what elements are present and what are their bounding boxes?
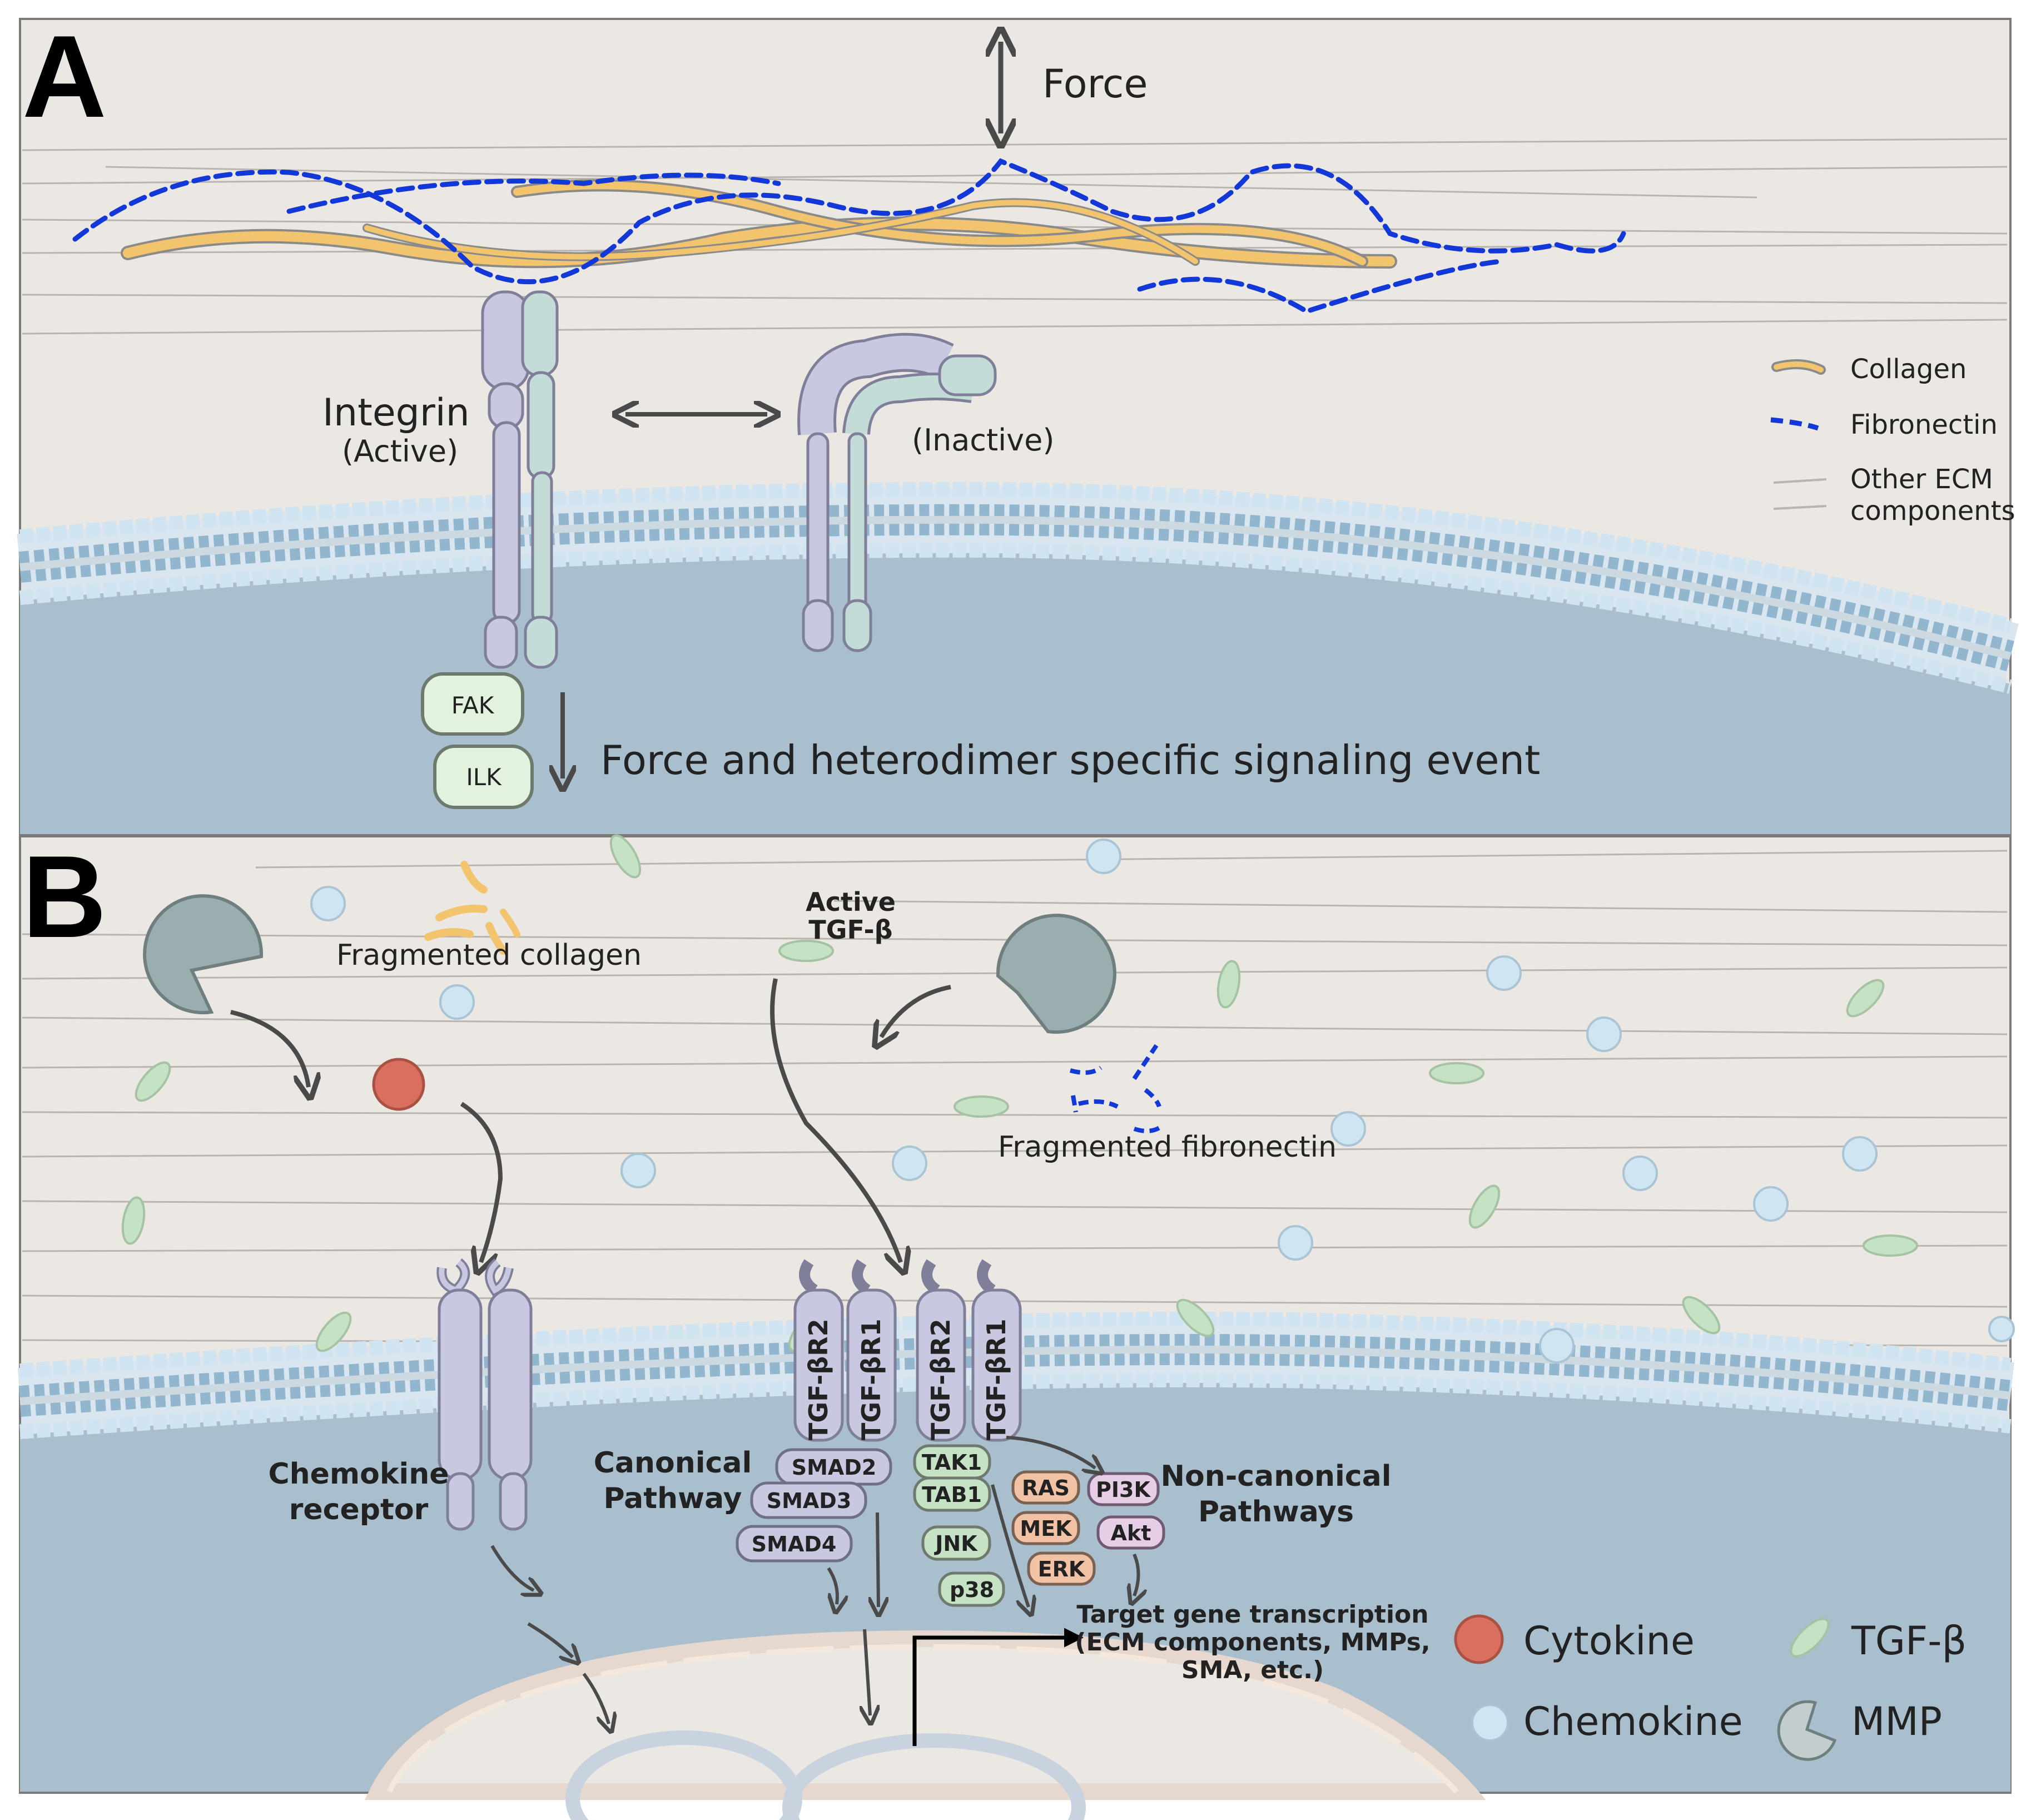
ras-label: RAS [1022, 1476, 1070, 1500]
nucleus [364, 1630, 1486, 1820]
tab1-label: TAB1 [922, 1482, 982, 1507]
smad2-box: SMAD2 [775, 1448, 892, 1486]
legend-chemokine-label: Chemokine [1523, 1699, 1743, 1744]
ilk-label: ILK [466, 763, 502, 791]
mmp-left [143, 894, 264, 1015]
panel-letter-a: A [22, 11, 107, 142]
tgf-receptor-3: TGF-βR2 [916, 1259, 966, 1442]
target-gene-label-2: (ECM components, MMPs, [1075, 1628, 1430, 1657]
mek-box: MEK [1011, 1511, 1080, 1545]
legend-b: Cytokine TGF-β Chemokine MMP [1454, 1614, 1967, 1761]
tgf-receptor-1: TGF-βR2 [793, 1259, 844, 1442]
fragmented-fibronectin-label: Fragmented fibronectin [998, 1130, 1337, 1164]
noncanonical-label-2: Pathways [1198, 1495, 1354, 1529]
mek-label: MEK [1020, 1516, 1072, 1541]
tak-boxes: TAK1 TAB1 JNK p38 [913, 1444, 1005, 1607]
p38-box: p38 [938, 1571, 1005, 1607]
legend-tgf-beta-label: TGF-β [1851, 1618, 1967, 1664]
pi3k-boxes: PI3K Akt [1087, 1472, 1165, 1550]
noncanonical-label-1: Non-canonical [1160, 1460, 1391, 1493]
integrin-inactive [797, 333, 997, 652]
chemokine-receptor-label-2: receptor [289, 1493, 429, 1526]
mmp-right [996, 914, 1116, 1034]
active-label: (Active) [342, 434, 458, 469]
chemokine-receptor-label-1: Chemokine [268, 1457, 449, 1491]
panel-letter-b: B [22, 831, 107, 962]
tak1-box: TAK1 [913, 1444, 991, 1480]
tak1-label: TAK1 [922, 1450, 982, 1475]
legend-chemokine-swatch [1471, 1704, 1509, 1742]
collagen-fibers [121, 179, 1397, 269]
canonical-label-1: Canonical [594, 1446, 752, 1480]
legend-cytokine-label: Cytokine [1523, 1618, 1695, 1664]
akt-box: Akt [1096, 1515, 1165, 1550]
tgf-receptor-4: TGF-βR1 [971, 1259, 1022, 1442]
integrin-label: Integrin [322, 391, 470, 435]
legend-mmp-swatch [1777, 1700, 1837, 1761]
tgf-beta-receptors: TGF-βR2 TGF-βR1 TGF-βR2 TGF-βR1 [793, 1259, 1022, 1442]
fragmented-fibronectin [1069, 1044, 1164, 1133]
integrin-active [481, 290, 559, 669]
legend-other-ecm-label-2: components [1850, 495, 2015, 527]
akt-label: Akt [1111, 1521, 1151, 1545]
fak-box: FAK [421, 672, 524, 736]
force-label: Force [1042, 61, 1148, 107]
tgf-receptor-1-label: TGF-βR2 [803, 1318, 833, 1440]
active-tgf-beta [778, 940, 834, 962]
p38-label: p38 [950, 1578, 994, 1602]
erk-label: ERK [1038, 1557, 1086, 1581]
other-ecm-lines-a [22, 138, 2008, 335]
canonical-label-2: Pathway [603, 1482, 742, 1515]
smad2-label: SMAD2 [792, 1455, 877, 1480]
tab1-box: TAB1 [913, 1476, 991, 1512]
legend-fibronectin-swatch [1770, 417, 1819, 431]
erk-box: ERK [1027, 1551, 1096, 1586]
pi3k-box: PI3K [1087, 1472, 1160, 1506]
active-tgf-label-1: Active [806, 887, 896, 917]
smad4-box: SMAD4 [736, 1525, 853, 1563]
jnk-box: JNK [921, 1525, 991, 1561]
legend-mmp-label: MMP [1851, 1699, 1942, 1744]
tgf-receptor-3-label: TGF-βR2 [926, 1318, 956, 1440]
active-tgf-label-2: TGF-β [808, 915, 892, 945]
fragmented-collagen-label: Fragmented collagen [336, 939, 642, 972]
tgf-receptor-2: TGF-βR1 [846, 1259, 897, 1442]
inactive-label: (Inactive) [912, 423, 1054, 458]
legend-collagen-label: Collagen [1850, 354, 1967, 385]
signaling-text: Force and heterodimer specific signaling… [600, 737, 1540, 783]
legend-fibronectin-label: Fibronectin [1850, 409, 1998, 440]
ecm-arrows [230, 978, 951, 1262]
ilk-box: ILK [433, 745, 534, 809]
fragmented-collagen [424, 861, 520, 955]
panel-b: B [17, 831, 2015, 1820]
chemokine-molecules [310, 839, 2015, 1363]
legend-a: Collagen Fibronectin Other ECM component… [1770, 354, 2015, 527]
smad3-box: SMAD3 [750, 1481, 867, 1519]
legend-cytokine-swatch [1454, 1614, 1504, 1664]
tgf-receptor-4-label: TGF-βR1 [981, 1318, 1011, 1440]
legend-other-ecm-swatch [1773, 478, 1827, 510]
chemokine-receptor [436, 1258, 533, 1531]
target-gene-label-3: SMA, etc.) [1181, 1656, 1324, 1684]
legend-other-ecm-label-1: Other ECM [1850, 464, 1993, 495]
fibronectin-fibers [72, 158, 1626, 314]
jnk-label: JNK [933, 1531, 978, 1556]
smad3-label: SMAD3 [767, 1489, 852, 1513]
pi3k-label: PI3K [1096, 1477, 1151, 1502]
pathway-arrows [490, 1436, 1139, 1724]
transcription-arrow [912, 1628, 1084, 1746]
cytokine-molecule [372, 1058, 425, 1111]
smad-boxes: SMAD2 SMAD3 SMAD4 [736, 1448, 892, 1563]
ras-box: RAS [1011, 1470, 1080, 1505]
tgf-receptor-2-label: TGF-βR1 [856, 1318, 886, 1440]
target-gene-label-1: Target gene transcription [1076, 1600, 1428, 1629]
smad4-label: SMAD4 [752, 1532, 837, 1556]
legend-tgf-beta-swatch [1790, 1618, 1830, 1658]
mapk-boxes: RAS MEK ERK [1011, 1470, 1096, 1586]
panel-a: Force A Integrin (Active) [17, 11, 2019, 836]
fak-label: FAK [451, 692, 495, 719]
